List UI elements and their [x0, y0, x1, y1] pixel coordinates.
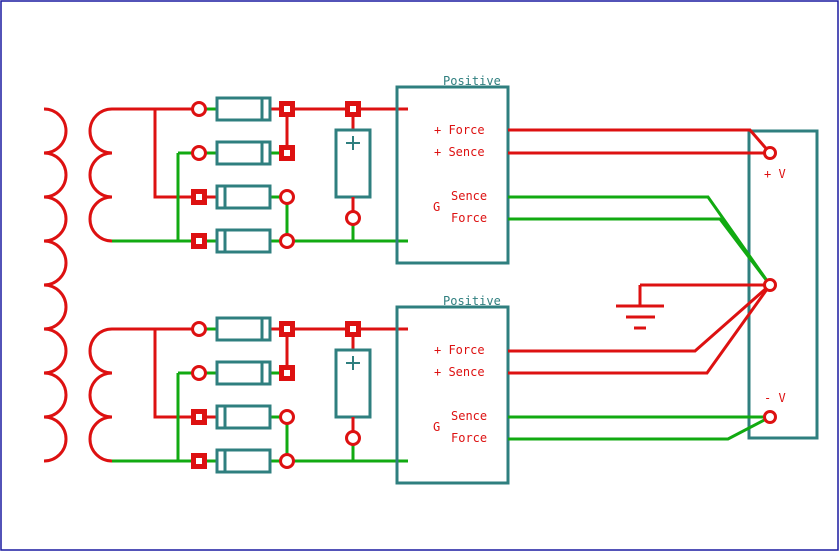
pin-plus-force: + Force	[434, 123, 485, 137]
diode-icon	[215, 316, 272, 342]
positive-block	[395, 85, 510, 265]
pin-g: G	[433, 420, 440, 434]
block-title: Positive	[443, 74, 501, 88]
capacitor-icon	[334, 128, 372, 211]
minus-v-label: - V	[764, 391, 786, 405]
ground-terminal	[763, 278, 777, 292]
diode-icon	[215, 228, 272, 254]
pin-plus-sence: + Sence	[434, 365, 485, 379]
diode-icon	[215, 360, 272, 386]
transformer-primary-coil-icon	[43, 107, 68, 463]
block-title: Positive	[443, 294, 501, 308]
positive-block	[395, 305, 510, 485]
diode-icon	[215, 184, 272, 210]
transformer-secondary-coil-icon	[88, 107, 178, 243]
pin-plus-sence: + Sence	[434, 145, 485, 159]
rectifier-group-bottom: Positive + Force + Sence G Sence Force	[88, 294, 510, 485]
plus-v-terminal	[763, 146, 777, 160]
pin-g-force: Force	[451, 431, 487, 445]
pin-g-force: Force	[451, 211, 487, 225]
minus-v-terminal	[763, 410, 777, 424]
pin-g-sence: Sence	[451, 409, 487, 423]
pin-g-sence: Sence	[451, 189, 487, 203]
capacitor-icon	[334, 348, 372, 431]
rectifier-group-top: Positive + Force + Sence G Sence Force	[88, 74, 510, 265]
ground-icon	[616, 304, 664, 330]
diode-icon	[215, 448, 272, 474]
transformer-secondary-coil-icon	[88, 327, 178, 463]
pin-g: G	[433, 200, 440, 214]
diode-icon	[215, 96, 272, 122]
diode-icon	[215, 140, 272, 166]
diode-icon	[215, 404, 272, 430]
plus-v-label: + V	[764, 167, 786, 181]
pin-plus-force: + Force	[434, 343, 485, 357]
